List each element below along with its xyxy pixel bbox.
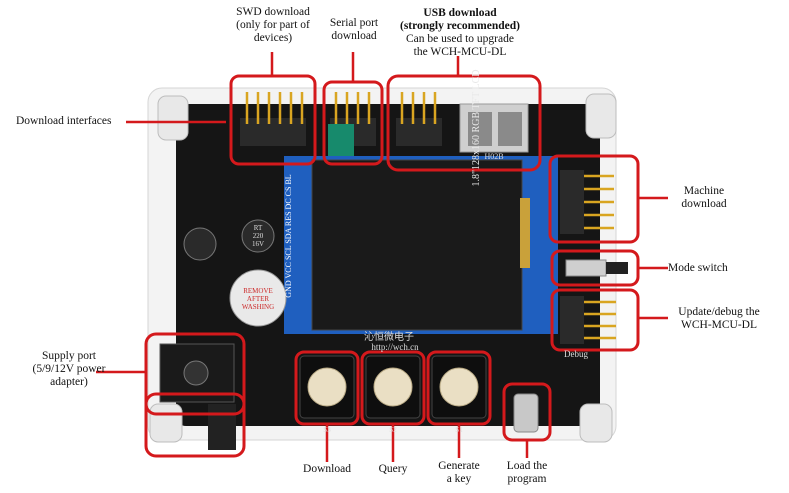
- power-switch: [208, 404, 236, 450]
- sticker-text: REMOVE AFTER WASHING: [241, 287, 275, 311]
- label-update-debug: Update/debug the WCH-MCU-DL: [678, 306, 760, 331]
- lcd-screen: [311, 159, 523, 331]
- usb-c-port: [513, 393, 539, 433]
- machine-download-header: [560, 170, 614, 234]
- board-brand: 沁恒微电子: [364, 332, 414, 343]
- box-supply-switch: [144, 392, 246, 458]
- push-buttons: [299, 355, 487, 419]
- box-usb: [386, 74, 542, 172]
- button-label-s3: S3: [323, 426, 331, 434]
- label-download-interfaces: Download interfaces: [16, 115, 112, 127]
- update-debug-header: [560, 296, 616, 344]
- lcd-label: 1.8"128x160 RGB TFT LCD: [471, 69, 482, 187]
- mode-switch: [565, 259, 628, 277]
- button-label-s2: S2: [389, 426, 397, 434]
- capacitor: [183, 227, 217, 261]
- label-generate-key: Generate a key: [438, 460, 480, 485]
- label-usb-title: USB download (strongly recommended): [400, 7, 520, 32]
- label-mode-switch: Mode switch: [668, 262, 728, 274]
- buzzer: [229, 269, 287, 327]
- capacitor: [241, 219, 275, 253]
- usb-header: [396, 92, 529, 153]
- debug-label: Debug: [564, 349, 588, 359]
- label-usb-sub: Can be used to upgrade the WCH-MCU-DL: [406, 33, 514, 58]
- label-swd: SWD download (only for part of devices): [236, 6, 310, 44]
- capacitor-text: RT 220 16V: [251, 224, 265, 248]
- label-query: Query: [378, 463, 408, 475]
- leader-lines: [96, 52, 668, 462]
- swd-header: [240, 92, 306, 146]
- serial-header: [328, 92, 376, 156]
- box-update: [550, 288, 640, 352]
- usb-port-label: H02B: [484, 152, 504, 161]
- box-supply: [144, 332, 246, 416]
- label-supply-port: Supply port (5/9/12V power adapter): [32, 350, 106, 388]
- lcd-pins: GND VCC SCL SDA RES DC CS BL: [284, 174, 293, 298]
- label-machine-download: Machine download: [681, 185, 727, 210]
- label-download: Download: [303, 463, 351, 475]
- label-load-program: Load the program: [506, 460, 548, 485]
- label-serial: Serial port download: [329, 17, 379, 42]
- button-label-s1: S1: [455, 426, 463, 434]
- board-url: http://wch.cn: [371, 342, 419, 352]
